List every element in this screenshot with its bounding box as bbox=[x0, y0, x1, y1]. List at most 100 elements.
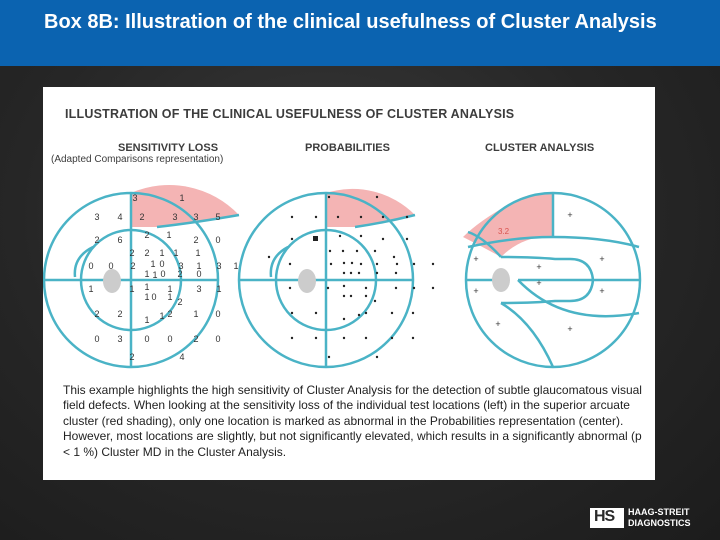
sens-value: 1 bbox=[152, 270, 157, 280]
sens-value: 1 bbox=[193, 309, 198, 319]
sens-value: 1 bbox=[195, 248, 200, 258]
sens-value: 1 bbox=[159, 248, 164, 258]
sens-value: 1 bbox=[88, 284, 93, 294]
cluster-diagram: 3.2 + + + + + + + + + bbox=[463, 191, 642, 369]
sens-value: 1 bbox=[159, 311, 164, 321]
logo-text: HAAG-STREIT DIAGNOSTICS bbox=[628, 507, 691, 529]
cluster-line bbox=[500, 301, 555, 368]
sens-value: 3 bbox=[132, 193, 137, 203]
sensitivity-blind-spot bbox=[103, 269, 121, 293]
sens-value: 3 bbox=[178, 261, 183, 271]
sens-value: 1 bbox=[166, 230, 171, 240]
probabilities-cluster-shade bbox=[326, 188, 415, 227]
plus-sign: + bbox=[599, 254, 604, 264]
sensitivity-nasal-step bbox=[156, 213, 240, 229]
probabilities-blind-spot bbox=[298, 269, 316, 293]
sens-value: 2 bbox=[129, 248, 134, 258]
title-bar: Box 8B: Illustration of the clinical use… bbox=[0, 0, 720, 66]
sens-value: 2 bbox=[117, 309, 122, 319]
sens-value: 2 bbox=[167, 309, 172, 319]
sens-value: 4 bbox=[179, 352, 184, 362]
sens-value: 0 bbox=[215, 235, 220, 245]
slide-title: Box 8B: Illustration of the clinical use… bbox=[44, 11, 657, 33]
sens-value: 2 bbox=[144, 248, 149, 258]
sens-value: 1 bbox=[216, 284, 221, 294]
sens-value: 2 bbox=[94, 309, 99, 319]
sens-value: 3 bbox=[172, 212, 177, 222]
sens-value: 0 bbox=[151, 292, 156, 302]
sens-value: 1 bbox=[144, 292, 149, 302]
sens-value: 1 bbox=[129, 284, 134, 294]
sens-value: 1 bbox=[167, 284, 172, 294]
sensitivity-arc bbox=[73, 245, 94, 278]
sens-value: 2 bbox=[193, 334, 198, 344]
sens-value: 2 bbox=[129, 352, 134, 362]
sens-value: 0 bbox=[215, 334, 220, 344]
sens-value: 1 bbox=[179, 193, 184, 203]
sens-value: 1 bbox=[167, 292, 172, 302]
logo-mark-text: HS bbox=[594, 508, 615, 525]
sensitivity-cluster-shade bbox=[131, 185, 239, 227]
sens-value: 2 bbox=[177, 297, 182, 307]
figure-panel: ILLUSTRATION OF THE CLINICAL USEFULNESS … bbox=[43, 87, 655, 480]
sens-value: 2 bbox=[177, 269, 182, 279]
figure-heading: ILLUSTRATION OF THE CLINICAL USEFULNESS … bbox=[65, 107, 515, 121]
sens-value: 5 bbox=[215, 212, 220, 222]
figure-caption: This example highlights the high sensiti… bbox=[63, 383, 642, 459]
logo-mark: HS bbox=[590, 508, 624, 528]
cluster-blind-spot bbox=[492, 268, 510, 292]
sens-value: 1 bbox=[233, 261, 238, 271]
sens-value: 1 bbox=[173, 248, 178, 258]
sens-value: 0 bbox=[159, 259, 164, 269]
sens-value: 3 bbox=[193, 212, 198, 222]
sens-value: 0 bbox=[144, 334, 149, 344]
sens-value: 3 bbox=[216, 261, 221, 271]
sens-value: 1 bbox=[144, 315, 149, 325]
plus-sign: + bbox=[567, 324, 572, 334]
sensitivity-heading: SENSITIVITY LOSS bbox=[118, 142, 219, 154]
logo-line1: HAAG-STREIT bbox=[628, 507, 690, 517]
cluster-shade bbox=[463, 192, 553, 257]
sens-value: 0 bbox=[167, 334, 172, 344]
sens-value: 2 bbox=[94, 235, 99, 245]
sens-value: 3 bbox=[196, 284, 201, 294]
sens-value: 2 bbox=[130, 261, 135, 271]
plus-sign: + bbox=[473, 286, 478, 296]
sens-value: 1 bbox=[196, 261, 201, 271]
sens-value: 4 bbox=[117, 212, 122, 222]
probabilities-nasal-step bbox=[354, 213, 416, 229]
haag-streit-logo: HS HAAG-STREIT DIAGNOSTICS bbox=[590, 506, 706, 532]
plus-sign: + bbox=[567, 210, 572, 220]
cluster-line bbox=[467, 235, 640, 249]
sens-value: 0 bbox=[215, 309, 220, 319]
plus-sign: + bbox=[473, 254, 478, 264]
sens-value: 1 bbox=[144, 269, 149, 279]
sens-value: 2 bbox=[193, 235, 198, 245]
probabilities-diagram bbox=[237, 188, 435, 369]
sensitivity-diagram: 3 1 3 4 2 3 3 5 2 6 2 1 2 0 0 2 2 1 1 1 … bbox=[43, 185, 240, 369]
sens-value: 6 bbox=[117, 235, 122, 245]
cluster-md-value: 3.2 bbox=[498, 227, 510, 236]
probabilities-heading: PROBABILITIES bbox=[305, 142, 390, 154]
sens-value: 0 bbox=[160, 269, 165, 279]
cluster-line bbox=[517, 279, 640, 318]
plus-sign: + bbox=[599, 286, 604, 296]
sens-value: 0 bbox=[108, 261, 113, 271]
plus-sign: + bbox=[495, 319, 500, 329]
sens-value: 3 bbox=[117, 334, 122, 344]
probabilities-arc bbox=[269, 245, 289, 278]
plus-sign: + bbox=[536, 262, 541, 272]
cluster-heading: CLUSTER ANALYSIS bbox=[485, 142, 595, 154]
cluster-line bbox=[467, 230, 502, 258]
sensitivity-subheading: (Adapted Comparisons representation) bbox=[51, 154, 224, 165]
sens-value: 0 bbox=[88, 261, 93, 271]
sens-value: 0 bbox=[94, 334, 99, 344]
probability-dots bbox=[267, 195, 435, 359]
sens-value: 2 bbox=[139, 212, 144, 222]
sens-value: 1 bbox=[150, 259, 155, 269]
sens-value: 0 bbox=[196, 269, 201, 279]
sens-value: 2 bbox=[144, 230, 149, 240]
sens-value: 3 bbox=[94, 212, 99, 222]
plus-sign: + bbox=[536, 278, 541, 288]
sens-value: 1 bbox=[144, 282, 149, 292]
